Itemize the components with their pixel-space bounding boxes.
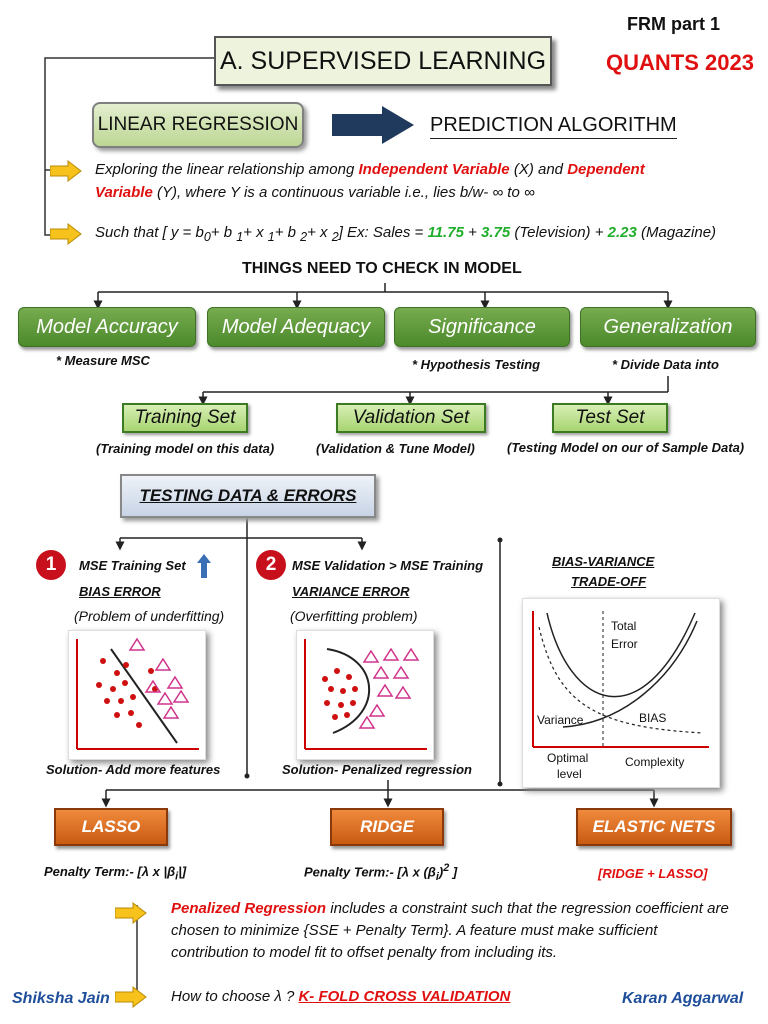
author-right: Karan Aggarwal xyxy=(622,990,744,1007)
number-2-icon: 2 xyxy=(256,550,286,580)
lasso-penalty: Penalty Term:- [λ x |βi|] xyxy=(44,864,187,883)
ridge-box: RIDGE xyxy=(330,808,444,846)
up-arrow-icon xyxy=(197,554,211,578)
quants-label: QUANTS 2023 xyxy=(606,50,754,75)
page-title: A. SUPERVISED LEARNING xyxy=(214,36,552,86)
note-validation-set: (Validation & Tune Model) xyxy=(316,441,475,456)
note-divide-data: * Divide Data into xyxy=(612,357,719,372)
linear-regression-box: LINEAR REGRESSION xyxy=(92,102,304,148)
underfitting-label: (Problem of underfitting) xyxy=(74,608,225,624)
tradeoff-chart xyxy=(532,611,709,748)
test-set-box: Test Set xyxy=(552,403,668,433)
choose-lambda-text: How to choose λ ? K- FOLD CROSS VALIDATI… xyxy=(171,988,511,1005)
bias-solution: Solution- Add more features xyxy=(46,762,221,777)
variance-solution: Solution- Penalized regression xyxy=(282,762,472,777)
significance-box: Significance xyxy=(394,307,570,347)
right-arrow-icon xyxy=(115,902,147,924)
checks-title: THINGS NEED TO CHECK IN MODEL xyxy=(242,260,522,277)
total-label: Total xyxy=(611,619,637,633)
model-adequacy-box: Model Adequacy xyxy=(207,307,385,347)
overfitting-plot xyxy=(296,630,434,760)
number-1-icon: 1 xyxy=(36,550,66,580)
tradeoff-chart-card: Total Error Variance BIAS Optimal level … xyxy=(522,598,720,788)
mse-training-label: MSE Training Set xyxy=(79,558,186,573)
variance-label: Variance xyxy=(537,713,584,727)
frm-label: FRM part 1 xyxy=(627,14,721,34)
note-hypothesis-testing: * Hypothesis Testing xyxy=(412,357,541,372)
training-set-box: Training Set xyxy=(122,403,248,433)
note-measure-msc: * Measure MSC xyxy=(56,353,150,368)
bias-error-label: BIAS ERROR xyxy=(79,584,161,599)
generalization-box: Generalization xyxy=(580,307,756,347)
right-arrow-icon xyxy=(50,160,82,182)
elastic-note: [RIDGE + LASSO] xyxy=(598,866,708,881)
author-left: Shiksha Jain xyxy=(12,990,110,1007)
validation-set-box: Validation Set xyxy=(336,403,486,433)
optimal-label: Optimal xyxy=(547,751,589,765)
complexity-label: Complexity xyxy=(625,755,685,769)
overfitting-label: (Overfitting problem) xyxy=(290,608,418,624)
model-accuracy-box: Model Accuracy xyxy=(18,307,196,347)
right-arrow-icon xyxy=(115,986,147,1008)
tradeoff-title-2: TRADE-OFF xyxy=(571,574,647,589)
variance-error-label: VARIANCE ERROR xyxy=(292,584,410,599)
underfitting-plot xyxy=(68,630,206,760)
prediction-algorithm-label: PREDICTION ALGORITHM xyxy=(430,114,677,139)
level-label: level xyxy=(557,767,582,781)
mse-validation-label: MSE Validation > MSE Training xyxy=(292,558,484,573)
big-right-arrow xyxy=(332,106,414,144)
right-arrow-icon xyxy=(50,223,82,245)
point-equation: Such that [ y = b0+ b 1+ x 1+ b 2+ x 2] … xyxy=(95,224,717,244)
error-label: Error xyxy=(611,637,638,651)
elastic-nets-box: ELASTIC NETS xyxy=(576,808,732,846)
note-test-set: (Testing Model on our of Sample Data) xyxy=(507,440,745,455)
penalized-regression-text: Penalized Regression includes a constrai… xyxy=(171,900,729,961)
point-linear-relationship: Exploring the linear relationship among … xyxy=(95,161,645,201)
ridge-penalty: Penalty Term:- [λ x (βi)2 ] xyxy=(304,862,458,883)
lasso-box: LASSO xyxy=(54,808,168,846)
bias-label: BIAS xyxy=(639,711,667,725)
tradeoff-title-1: BIAS-VARIANCE xyxy=(552,554,655,569)
testing-data-errors-box: TESTING DATA & ERRORS xyxy=(120,474,376,518)
note-training-set: (Training model on this data) xyxy=(96,441,275,456)
